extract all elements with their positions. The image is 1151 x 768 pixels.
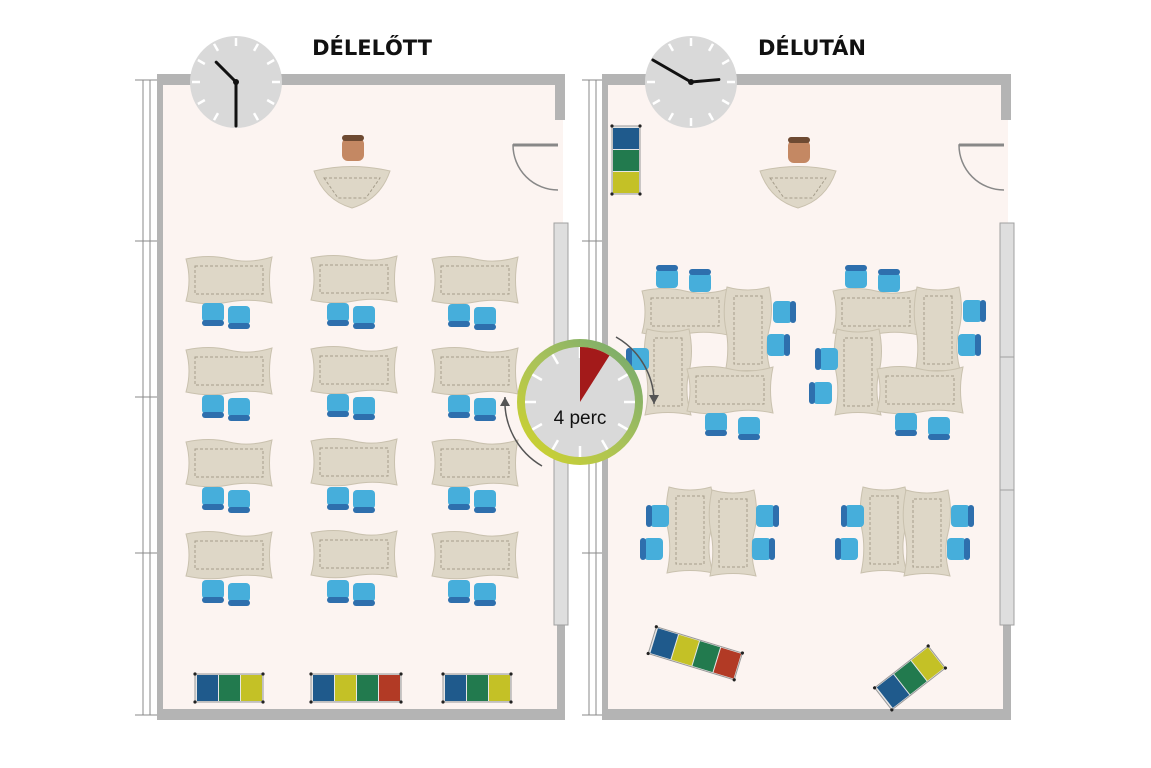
bin-green: [894, 660, 927, 695]
afternoon-clock-icon: [645, 36, 737, 128]
morning-bins-center: [309, 672, 403, 704]
bin-yellow: [489, 675, 510, 701]
morning-teacher: [342, 135, 364, 161]
desk: [431, 256, 519, 305]
desk: [913, 286, 962, 374]
bin-green: [219, 675, 240, 701]
arrow-head-icon: [649, 395, 659, 404]
chair: [689, 269, 711, 292]
bin-yellow: [241, 675, 262, 701]
desk: [310, 346, 398, 395]
chair: [835, 538, 858, 560]
chair: [845, 265, 867, 288]
timer: 4 perc: [500, 336, 659, 467]
morning-bins-right: [441, 672, 513, 704]
chair: [640, 538, 663, 560]
chair: [705, 413, 727, 436]
desk: [665, 486, 714, 574]
chair: [958, 334, 981, 356]
morning-walls: [157, 74, 565, 720]
bin-green: [357, 675, 378, 701]
desk: [185, 531, 273, 580]
bin-yellow: [335, 675, 356, 701]
bin-yellow: [671, 634, 700, 666]
chair: [928, 417, 950, 440]
desk: [641, 288, 729, 337]
arrow-head-icon: [500, 397, 510, 406]
bin-red: [379, 675, 400, 701]
hour-hand: [689, 78, 721, 84]
bin-yellow: [911, 647, 945, 681]
chair: [646, 505, 669, 527]
chair: [738, 417, 760, 440]
bin-blue: [876, 674, 910, 708]
desk: [431, 347, 519, 396]
desk: [310, 255, 398, 304]
chair: [752, 538, 775, 560]
desk: [643, 328, 692, 416]
chair: [878, 269, 900, 292]
afternoon-door: [958, 144, 1005, 191]
chair: [947, 538, 970, 560]
afternoon-title: DÉLUTÁN: [758, 35, 866, 60]
afternoon-bins-wall: [610, 124, 642, 196]
bin-green: [467, 675, 488, 701]
morning-clock-icon: [190, 36, 282, 128]
afternoon-teacher: [788, 137, 810, 163]
afternoon-bins-left: [646, 625, 745, 682]
morning-measure-lines: [135, 79, 158, 716]
desk: [185, 256, 273, 305]
morning-classroom: DÉLELŐTT: [135, 35, 569, 720]
afternoon-bins-right: [872, 644, 948, 712]
morning-title: DÉLELŐTT: [312, 35, 433, 60]
desk: [832, 288, 920, 337]
desk: [686, 366, 774, 415]
morning-door: [512, 144, 559, 191]
chair: [963, 300, 986, 322]
chair: [773, 301, 796, 323]
bin-yellow: [613, 172, 639, 193]
bin-blue: [613, 128, 639, 149]
desk: [431, 439, 519, 488]
timer-remaining-wedge: [580, 347, 610, 402]
bin-green: [692, 641, 721, 673]
bin-blue: [445, 675, 466, 701]
bin-blue: [197, 675, 218, 701]
desk: [185, 439, 273, 488]
desk: [310, 530, 398, 579]
desk: [723, 286, 772, 374]
morning-bins-left: [193, 672, 265, 704]
afternoon-classroom: DÉLUTÁN: [582, 35, 1015, 720]
desk: [859, 486, 908, 574]
minute-hand: [651, 58, 693, 84]
desk: [902, 489, 951, 577]
morning-teacher-desk: [313, 166, 391, 209]
chair: [951, 505, 974, 527]
desk: [833, 328, 882, 416]
chair: [767, 334, 790, 356]
chair: [756, 505, 779, 527]
desk: [876, 366, 964, 415]
chair: [656, 265, 678, 288]
desk: [310, 438, 398, 487]
desk: [708, 489, 757, 577]
desk: [185, 347, 273, 396]
timer-label: 4 perc: [554, 408, 607, 429]
chair: [841, 505, 864, 527]
desk: [431, 531, 519, 580]
chair: [895, 413, 917, 436]
afternoon-window: [999, 222, 1015, 626]
hour-hand: [214, 60, 238, 84]
bin-green: [613, 150, 639, 171]
bin-blue: [313, 675, 334, 701]
bin-blue: [650, 628, 679, 660]
afternoon-teacher-desk: [759, 166, 837, 209]
bin-red: [713, 647, 742, 679]
chair: [815, 348, 838, 370]
chair: [809, 382, 832, 404]
